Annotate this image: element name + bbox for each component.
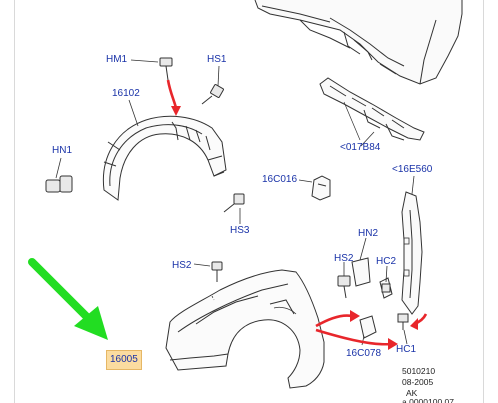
nut-hn1 [45,175,73,193]
clip-hc2 [381,283,391,293]
label-hs3[interactable]: HS3 [230,225,250,236]
reference-code: 5010210 [402,366,436,376]
label-hs1[interactable]: HS1 [207,54,227,65]
label-hn2[interactable]: HN2 [358,228,379,239]
wheel-arch-liner-drawing [102,115,227,201]
reference-date: 08-2005 [402,377,434,387]
bracket-017b84-drawing [319,77,425,141]
leader-lines [55,59,415,346]
reference-rev: AK [406,388,418,398]
front-fender-drawing [165,269,325,389]
screw-hs2-right [337,275,351,299]
label-16102[interactable]: 16102 [112,88,140,99]
screw-hs3 [223,193,245,213]
bracket-16e560-drawing [401,191,423,315]
fasteners-drawing [45,57,409,330]
screw-hs1 [201,84,224,105]
underbody-panel-drawing [254,0,463,85]
label-16c078[interactable]: 16C078 [346,348,382,359]
label-hs2-right[interactable]: HS2 [334,253,354,264]
bolt-hm1 [159,57,173,81]
green-pointer-arrow [28,258,108,340]
bracket-hn2-drawing [351,257,393,299]
diagram-frame [14,0,484,403]
label-16e560[interactable]: <16E560 [392,164,433,175]
clip-16c016-drawing [311,175,331,201]
label-16005-highlighted[interactable]: 16005 [106,350,142,370]
clip-hc1 [397,313,409,330]
screw-hs2-left [211,261,223,282]
red-arrow-hc1 [315,328,391,346]
label-hc1[interactable]: HC1 [396,344,417,355]
red-arrow-16c078 [315,314,353,328]
red-arrow-hm1 [166,79,178,109]
label-017b84[interactable]: <017B84 [340,142,381,153]
label-hn1[interactable]: HN1 [52,145,73,156]
label-hm1[interactable]: HM1 [106,54,128,65]
label-hs2-left[interactable]: HS2 [172,260,192,271]
label-16c016[interactable]: 16C016 [262,174,298,185]
label-hc2[interactable]: HC2 [376,256,397,267]
clip-16c078-drawing [359,315,377,339]
red-arrowheads [171,106,418,350]
reference-extra: a 0000100 07 [402,397,454,403]
